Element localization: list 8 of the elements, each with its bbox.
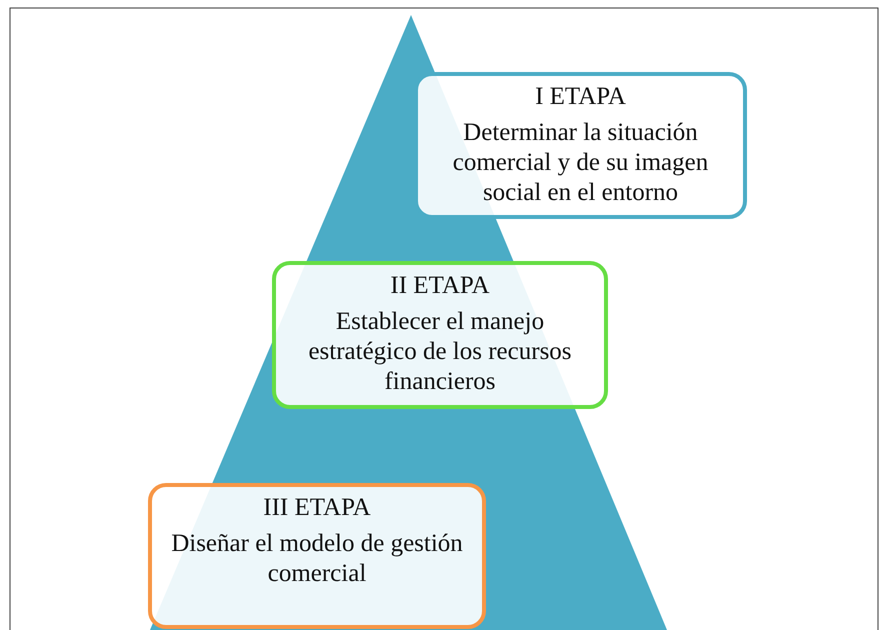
- stage-box: [272, 261, 608, 409]
- stage-heading: I ETAPA: [535, 82, 626, 112]
- stage-heading: III ETAPA: [263, 493, 371, 523]
- stage-heading: II ETAPA: [390, 271, 490, 301]
- stage-description: Establecer el manejo estratégico de los recursos financieros: [307, 307, 573, 397]
- stage-box: [148, 483, 486, 629]
- stage-description: Diseñar el modelo de gestión comercial: [170, 529, 464, 589]
- stage-description: Determinar la situación comercial y de su imagen social en el entorno: [452, 118, 710, 208]
